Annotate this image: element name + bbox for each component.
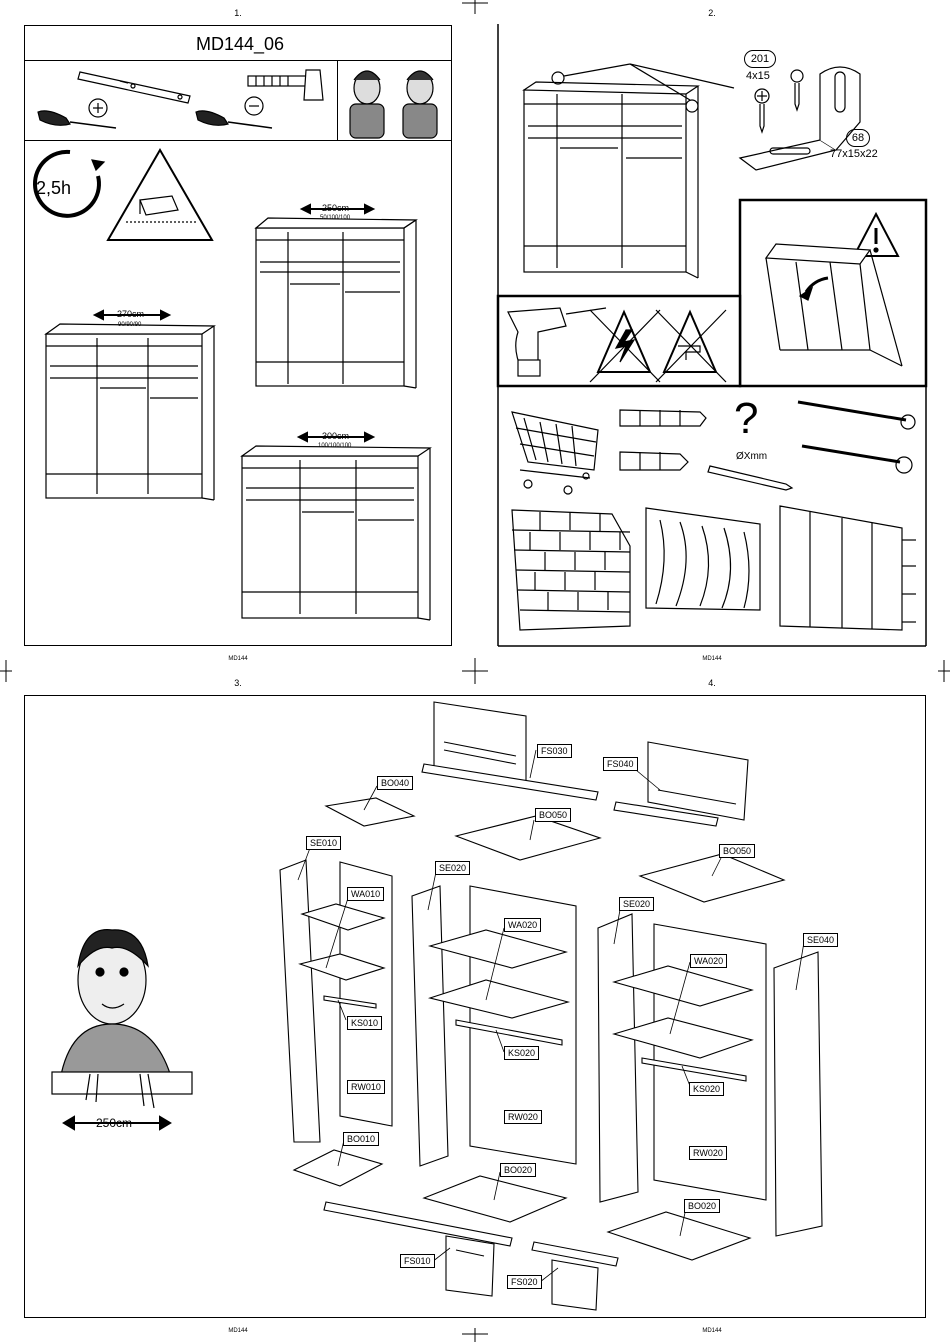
part-label-fs020: FS020 [507, 1275, 542, 1289]
part-label-wa020-b: WA020 [690, 954, 727, 968]
part-label-fs040: FS040 [603, 757, 638, 771]
part-label-wa010: WA010 [347, 887, 384, 901]
part-label-fs010: FS010 [400, 1254, 435, 1268]
part-label-bo010: BO010 [343, 1132, 379, 1146]
part-label-bo020-b: BO020 [684, 1199, 720, 1213]
part-label-se020-b: SE020 [619, 897, 654, 911]
part-label-se010: SE010 [306, 836, 341, 850]
part-label-bo050-b: BO050 [719, 844, 755, 858]
part-label-se020-a: SE020 [435, 861, 470, 875]
part-label-ks020-a: KS020 [504, 1046, 539, 1060]
part-label-bo040: BO040 [377, 776, 413, 790]
part-label-bo020-a: BO020 [500, 1163, 536, 1177]
part-label-fs030: FS030 [537, 744, 572, 758]
part-label-bo050-a: BO050 [535, 808, 571, 822]
part-label-rw010: RW010 [347, 1080, 385, 1094]
part-label-ks020-b: KS020 [689, 1082, 724, 1096]
part-label-rw020-a: RW020 [504, 1110, 542, 1124]
part-label-se040: SE040 [803, 933, 838, 947]
part-label-wa020-a: WA020 [504, 918, 541, 932]
part-label-ks010: KS010 [347, 1016, 382, 1030]
part-label-rw020-b: RW020 [689, 1146, 727, 1160]
